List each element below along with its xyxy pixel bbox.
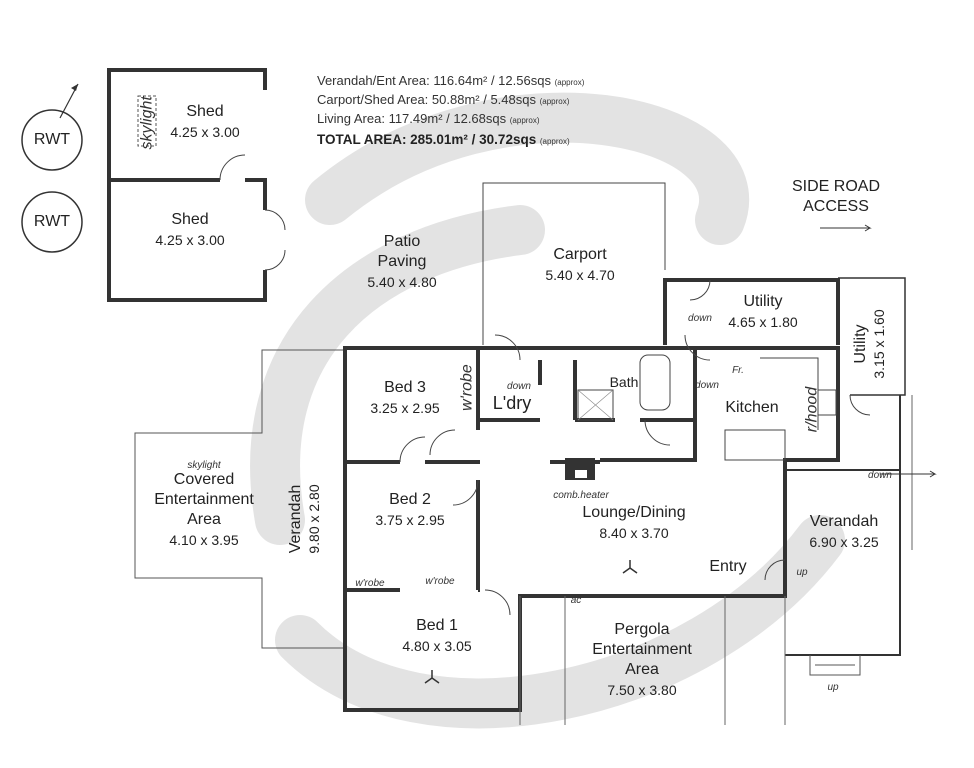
arrow-icon [820, 224, 872, 232]
up-label: up [827, 682, 839, 693]
fridge-label: Fr. [732, 365, 744, 376]
tank-label: RWT [33, 213, 71, 230]
down-label: down [507, 381, 531, 392]
room-entry: Entry [709, 558, 747, 575]
wardrobe-label: w'robe [355, 578, 385, 589]
area-summary: Verandah/Ent Area: 116.64m² / 12.56sqs (… [317, 72, 584, 150]
shower [577, 389, 614, 421]
area-row: Living Area: 117.49m² / 12.68sqs (approx… [317, 111, 540, 126]
ceiling-fan-icon [424, 560, 638, 684]
room-bath: Bath [609, 374, 639, 390]
down-label: down [695, 380, 719, 391]
wardrobe-label: w'robe [425, 576, 455, 587]
area-total: TOTAL AREA: 285.01m² / 30.72sqs (approx) [317, 132, 570, 147]
room-laundry: L'dry [492, 393, 532, 413]
arrow-icon [880, 470, 937, 478]
tank-label: RWT [33, 131, 71, 148]
down-label: down [868, 470, 892, 481]
area-row: Verandah/Ent Area: 116.64m² / 12.56sqs (… [317, 73, 585, 88]
watermark [250, 92, 845, 729]
skylight-label: skylight [187, 460, 221, 471]
cooktop [817, 389, 837, 416]
ac-label: ac [570, 595, 582, 606]
up-label: up [796, 567, 808, 578]
comb-heater [565, 458, 595, 480]
bathtub [639, 354, 671, 411]
rainwater-tank [21, 109, 83, 171]
area-row: Carport/Shed Area: 50.88m² / 5.48sqs (ap… [317, 92, 570, 107]
down-label: down [688, 313, 712, 324]
room-kitchen: Kitchen [725, 399, 779, 416]
skylight [137, 95, 157, 147]
heater-label: comb.heater [553, 490, 609, 501]
skylight-label: skylight [138, 96, 156, 150]
rainwater-tank [21, 191, 83, 253]
kitchen-bench [724, 429, 786, 461]
rangehood-label: r/hood [803, 386, 821, 433]
wardrobe-label: w'robe [458, 364, 476, 411]
